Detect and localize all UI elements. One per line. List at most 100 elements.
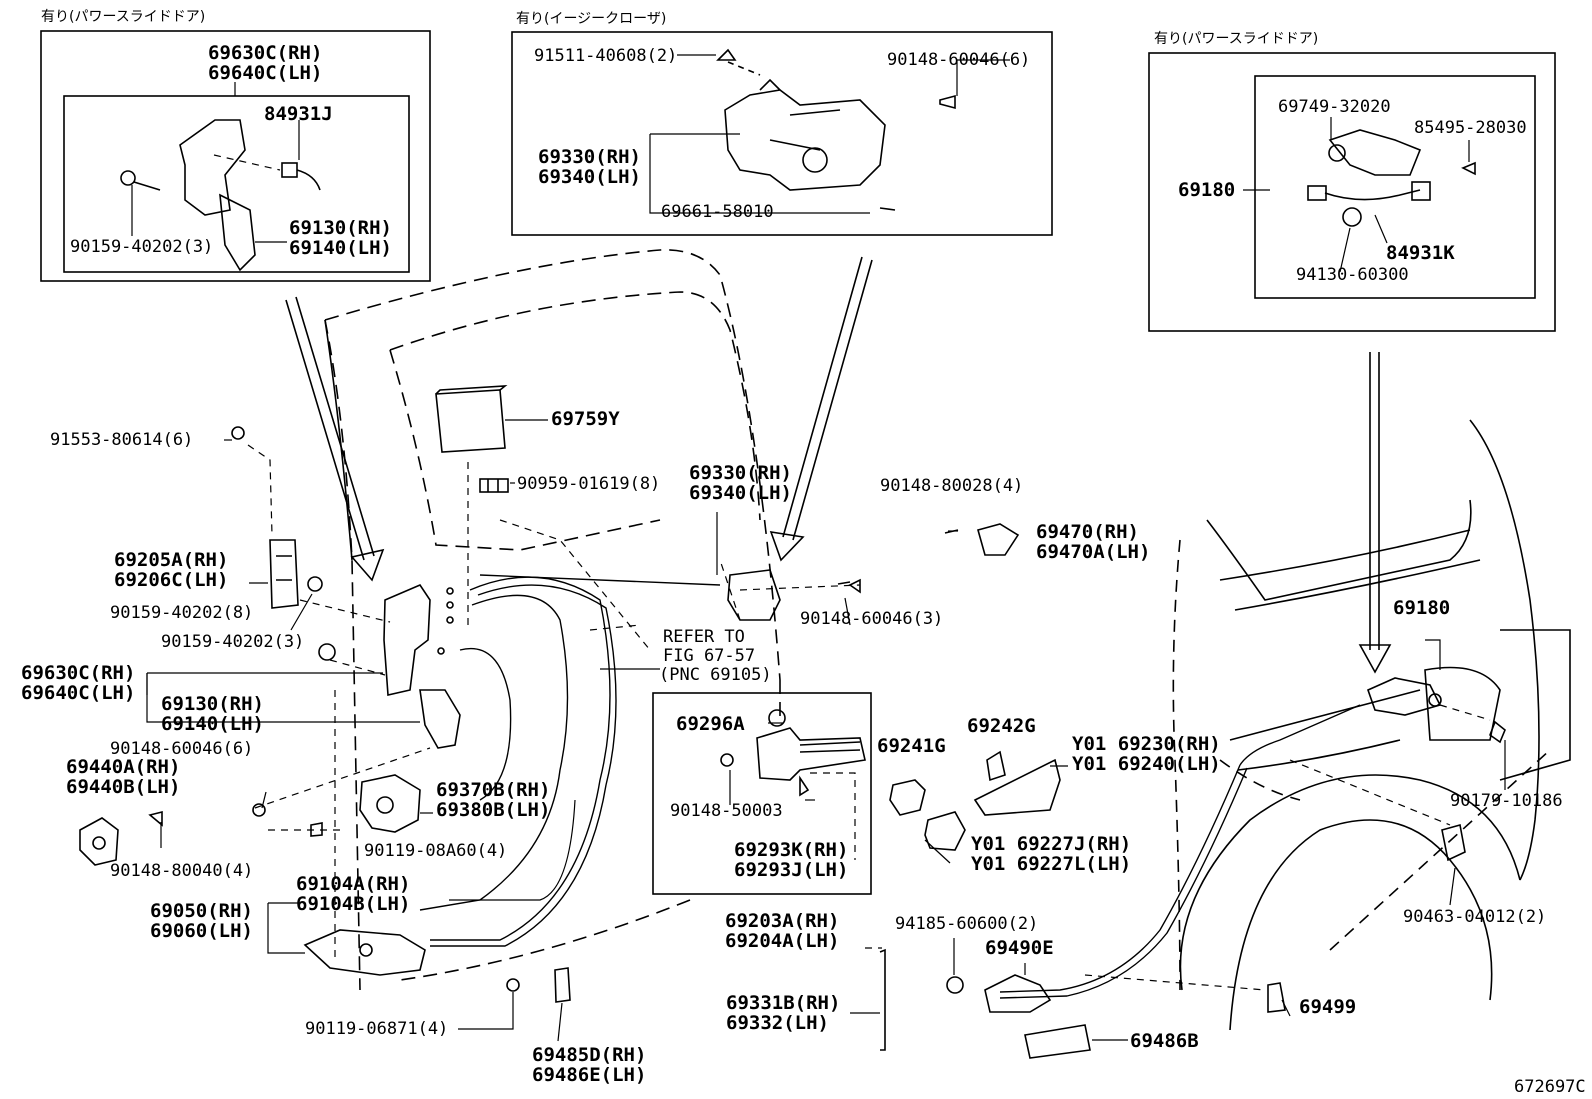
part-label: 69340(LH) xyxy=(689,482,792,504)
part-closer-motor xyxy=(716,48,956,211)
part-hinge-upper xyxy=(269,539,323,609)
part-label: 69490E xyxy=(985,937,1054,959)
part-label: 69486B xyxy=(1130,1030,1199,1052)
part-lower-lock xyxy=(359,774,421,833)
part-label: 84931J xyxy=(264,103,333,125)
door-inner-panel xyxy=(324,319,353,561)
inset-title-easy-closer: 有り(イージークローザ) xyxy=(516,11,667,27)
part-label: 90119-06871(4) xyxy=(305,1019,449,1039)
part-label: 69640C(LH) xyxy=(21,682,136,704)
part-label: 69130(RH) xyxy=(161,693,264,715)
part-label: 91553-80614(6) xyxy=(50,430,194,450)
part-label: 69470(RH) xyxy=(1036,521,1139,543)
part-clips xyxy=(479,478,509,493)
part-label: 69140(LH) xyxy=(289,237,392,259)
part-control-box xyxy=(435,385,508,453)
part-label: 69242G xyxy=(967,715,1036,737)
part-label: 69380B(LH) xyxy=(436,799,551,821)
part-label: 69140(LH) xyxy=(161,713,264,735)
door-outline xyxy=(324,249,781,991)
part-label: 94185-60600(2) xyxy=(895,914,1039,934)
part-label: 69486E(LH) xyxy=(532,1064,647,1086)
part-cable-rod xyxy=(879,948,886,1051)
part-label: 69759Y xyxy=(551,408,620,430)
part-label: 69330(RH) xyxy=(689,462,792,484)
inset-power-slide-right xyxy=(1148,52,1556,332)
refer-note-line-3: (PNC 69105) xyxy=(659,665,772,685)
refer-note-line-2: FIG 67-57 xyxy=(663,646,756,666)
part-lock-bracket-top xyxy=(120,119,321,272)
part-label: 90959-01619(8) xyxy=(517,474,661,494)
part-label: 69050(RH) xyxy=(150,900,253,922)
part-latch-center xyxy=(727,569,861,621)
part-label: 69485D(RH) xyxy=(532,1044,647,1066)
part-label: 90159-40202(3) xyxy=(70,237,214,257)
arrow-center xyxy=(769,256,873,562)
part-roller-lower xyxy=(303,929,426,976)
cables xyxy=(419,574,1361,999)
arrow-right xyxy=(1358,352,1392,674)
part-label: 90148-60046(3) xyxy=(800,609,944,629)
part-label: 91511-40608(2) xyxy=(534,46,678,66)
leader-lines-dashed xyxy=(213,154,1491,991)
part-label: 69060(LH) xyxy=(150,920,253,942)
part-label: 69205A(RH) xyxy=(114,549,229,571)
inset-power-slide-left xyxy=(40,30,431,282)
part-label: 90119-08A60(4) xyxy=(364,841,508,861)
part-label: 69640C(LH) xyxy=(208,62,323,84)
part-label: Y01 69227L(LH) xyxy=(971,853,1132,875)
part-label: 69330(RH) xyxy=(538,146,641,168)
part-label: 69661-58010 xyxy=(661,202,774,222)
arrow-left xyxy=(285,296,385,582)
part-label: 69440A(RH) xyxy=(66,756,181,778)
part-label: 90148-60046(6) xyxy=(887,50,1031,70)
part-label: 69180 xyxy=(1393,597,1451,619)
part-label: 69241G xyxy=(877,735,946,757)
part-label: 90179-10186 xyxy=(1450,791,1563,811)
part-label: 90148-60046(6) xyxy=(110,739,254,759)
part-label: 69206C(LH) xyxy=(114,569,229,591)
inset-title-power-left: 有り(パワースライドドア) xyxy=(41,9,206,25)
part-label: 69370B(RH) xyxy=(436,779,551,801)
part-lock-main xyxy=(318,584,461,749)
part-striker-upper xyxy=(944,523,1020,556)
part-label: 69440B(LH) xyxy=(66,776,181,798)
part-label: 69470A(LH) xyxy=(1036,541,1151,563)
part-label: 69332(LH) xyxy=(726,1012,829,1034)
part-label: 69104B(LH) xyxy=(296,893,411,915)
part-label: 90148-80040(4) xyxy=(110,861,254,881)
vehicle-body-dashed xyxy=(1172,539,1551,991)
refer-note-line-1: REFER TO xyxy=(663,627,745,647)
part-label: Y01 69230(RH) xyxy=(1072,733,1221,755)
part-label: 69340(LH) xyxy=(538,166,641,188)
part-hinge-lower xyxy=(79,810,163,866)
part-handle-pieces xyxy=(889,750,1061,851)
part-bracket-lower-right xyxy=(1441,823,1466,862)
part-label: 69204A(LH) xyxy=(725,930,840,952)
part-handle-bracket xyxy=(720,709,866,797)
part-label: Y01 69240(LH) xyxy=(1072,753,1221,775)
part-label: 90159-40202(8) xyxy=(110,603,254,623)
part-label: 90148-80028(4) xyxy=(880,476,1024,496)
part-label: 69180 xyxy=(1178,179,1236,201)
part-label: 94130-60300 xyxy=(1296,265,1409,285)
part-label: 85495-28030 xyxy=(1414,118,1527,138)
part-label: 69293K(RH) xyxy=(734,839,849,861)
part-label: 84931K xyxy=(1386,242,1455,264)
part-label: 69130(RH) xyxy=(289,217,392,239)
inset-handle-box xyxy=(652,692,872,895)
leader-lines xyxy=(131,54,1506,1042)
part-label: 69499 xyxy=(1299,996,1357,1018)
part-label: 69630C(RH) xyxy=(208,42,323,64)
part-label: 69203A(RH) xyxy=(725,910,840,932)
part-label: 90148-50003 xyxy=(670,801,783,821)
part-label: 69630C(RH) xyxy=(21,662,136,684)
part-label: 69296A xyxy=(676,713,745,735)
inset-title-power-right: 有り(パワースライドドア) xyxy=(1154,31,1319,47)
part-label: 90463-04012(2) xyxy=(1403,907,1547,927)
part-label: 69104A(RH) xyxy=(296,873,411,895)
part-label: 90159-40202(3) xyxy=(161,632,305,652)
part-actuator-right-inset xyxy=(1307,129,1476,227)
part-label: Y01 69227J(RH) xyxy=(971,833,1132,855)
part-label: 69293J(LH) xyxy=(734,859,849,881)
